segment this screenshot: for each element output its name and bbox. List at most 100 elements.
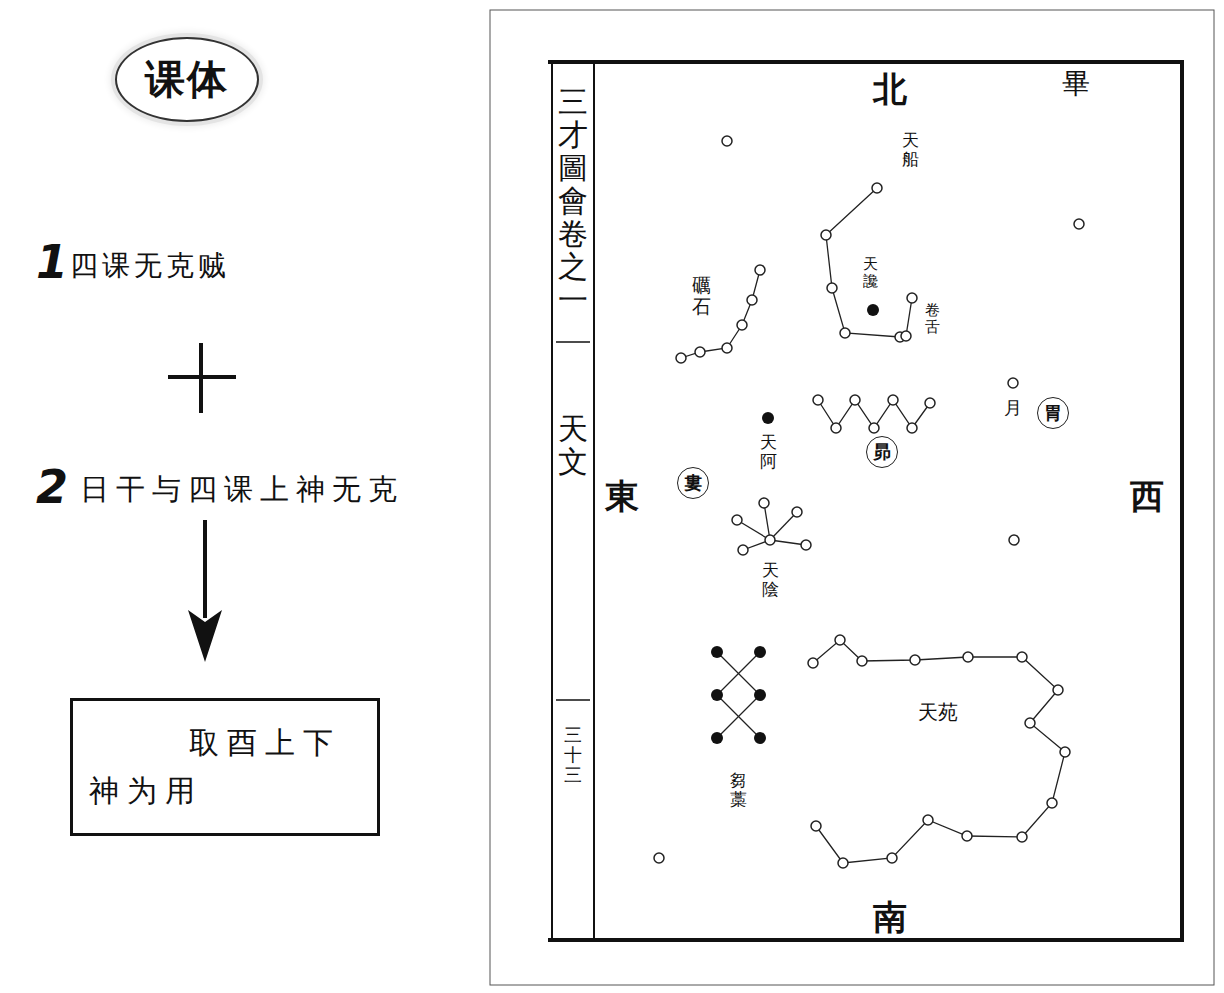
constellation-line — [906, 298, 912, 336]
star — [923, 815, 933, 825]
constellation-line — [770, 512, 797, 540]
star — [813, 395, 823, 405]
star — [910, 655, 920, 665]
star — [1017, 652, 1027, 662]
star — [738, 545, 748, 555]
node-text: 取酉上下 神为用 — [89, 719, 359, 815]
star-name: 月 — [1004, 398, 1022, 418]
constellation-line — [717, 652, 760, 738]
result-box: 取酉上下 神为用 — [70, 698, 380, 836]
star — [808, 658, 818, 668]
star-name: 天船 — [902, 131, 919, 168]
star — [838, 858, 848, 868]
star — [840, 328, 850, 338]
star-name: 礪石 — [692, 275, 711, 317]
map-border — [551, 62, 553, 940]
star-name: 芻藁 — [730, 771, 747, 808]
direction: 南 — [873, 899, 907, 936]
star — [765, 535, 775, 545]
map-frame — [490, 10, 1214, 985]
constellation-line — [826, 188, 900, 337]
star — [857, 656, 867, 666]
star-chart — [654, 136, 1084, 868]
condition-text: 四课无克贼 — [70, 251, 230, 282]
star — [821, 230, 831, 240]
map-border — [548, 938, 1184, 942]
step-number: 1 — [36, 237, 68, 288]
star-name: 天阿 — [760, 433, 777, 470]
star — [747, 295, 757, 305]
star — [1047, 798, 1057, 808]
direction: 北 — [873, 71, 907, 108]
column-divider — [556, 699, 590, 701]
star-name: 天讒 — [863, 256, 878, 289]
star — [722, 136, 732, 146]
star — [711, 689, 723, 701]
star — [1009, 535, 1019, 545]
star — [962, 831, 972, 841]
lodge-name: 畢 — [1062, 69, 1090, 100]
arrow-head — [188, 610, 222, 662]
map-border — [1180, 62, 1184, 940]
star — [925, 398, 935, 408]
constellation-line — [681, 270, 760, 358]
star — [722, 343, 732, 353]
star — [867, 304, 879, 316]
star — [850, 395, 860, 405]
step-number: 2 — [36, 462, 68, 513]
column-divider — [556, 341, 590, 343]
star — [907, 423, 917, 433]
star — [1074, 219, 1084, 229]
star — [869, 423, 879, 433]
star-name: 天苑 — [918, 701, 958, 723]
star — [711, 646, 723, 658]
page-number: 三十三 — [564, 725, 582, 784]
star — [695, 347, 705, 357]
star — [732, 515, 742, 525]
star — [792, 507, 802, 517]
star — [654, 853, 664, 863]
star — [1008, 378, 1018, 388]
star — [887, 853, 897, 863]
section-title: 天文 — [558, 412, 588, 478]
star — [676, 353, 686, 363]
constellation-line — [813, 640, 1065, 863]
star — [1060, 747, 1070, 757]
node-text: 胃 — [1044, 401, 1062, 425]
book-title: 三才圖會卷之一 — [558, 85, 588, 316]
star — [754, 689, 766, 701]
star — [835, 635, 845, 645]
star — [754, 646, 766, 658]
star-name: 天陰 — [762, 561, 779, 598]
lodge-circle: 胃 — [1037, 397, 1069, 429]
node-text: 婁 — [684, 471, 702, 495]
star — [907, 293, 917, 303]
lodge-circle: 昴 — [866, 436, 898, 468]
star — [759, 498, 769, 508]
star — [754, 732, 766, 744]
star — [1053, 685, 1063, 695]
star — [811, 821, 821, 831]
star-name: 卷舌 — [925, 302, 940, 335]
star — [827, 283, 837, 293]
condition-text: 日干与四课上神无克 — [80, 474, 404, 506]
constellation-line — [737, 520, 770, 540]
direction: 西 — [1130, 478, 1164, 515]
constellation-line — [717, 652, 760, 738]
star — [831, 423, 841, 433]
map-border — [548, 60, 1184, 64]
star — [872, 183, 882, 193]
star — [963, 652, 973, 662]
plus-sign — [199, 343, 203, 413]
node-text: 昴 — [873, 440, 891, 464]
star — [755, 265, 765, 275]
lodge-circle: 婁 — [677, 467, 709, 499]
star — [1017, 832, 1027, 842]
star — [801, 540, 811, 550]
star — [901, 331, 911, 341]
star — [737, 320, 747, 330]
star — [762, 412, 774, 424]
map-border — [593, 62, 595, 940]
down-arrow — [203, 520, 207, 618]
direction: 東 — [605, 478, 639, 515]
